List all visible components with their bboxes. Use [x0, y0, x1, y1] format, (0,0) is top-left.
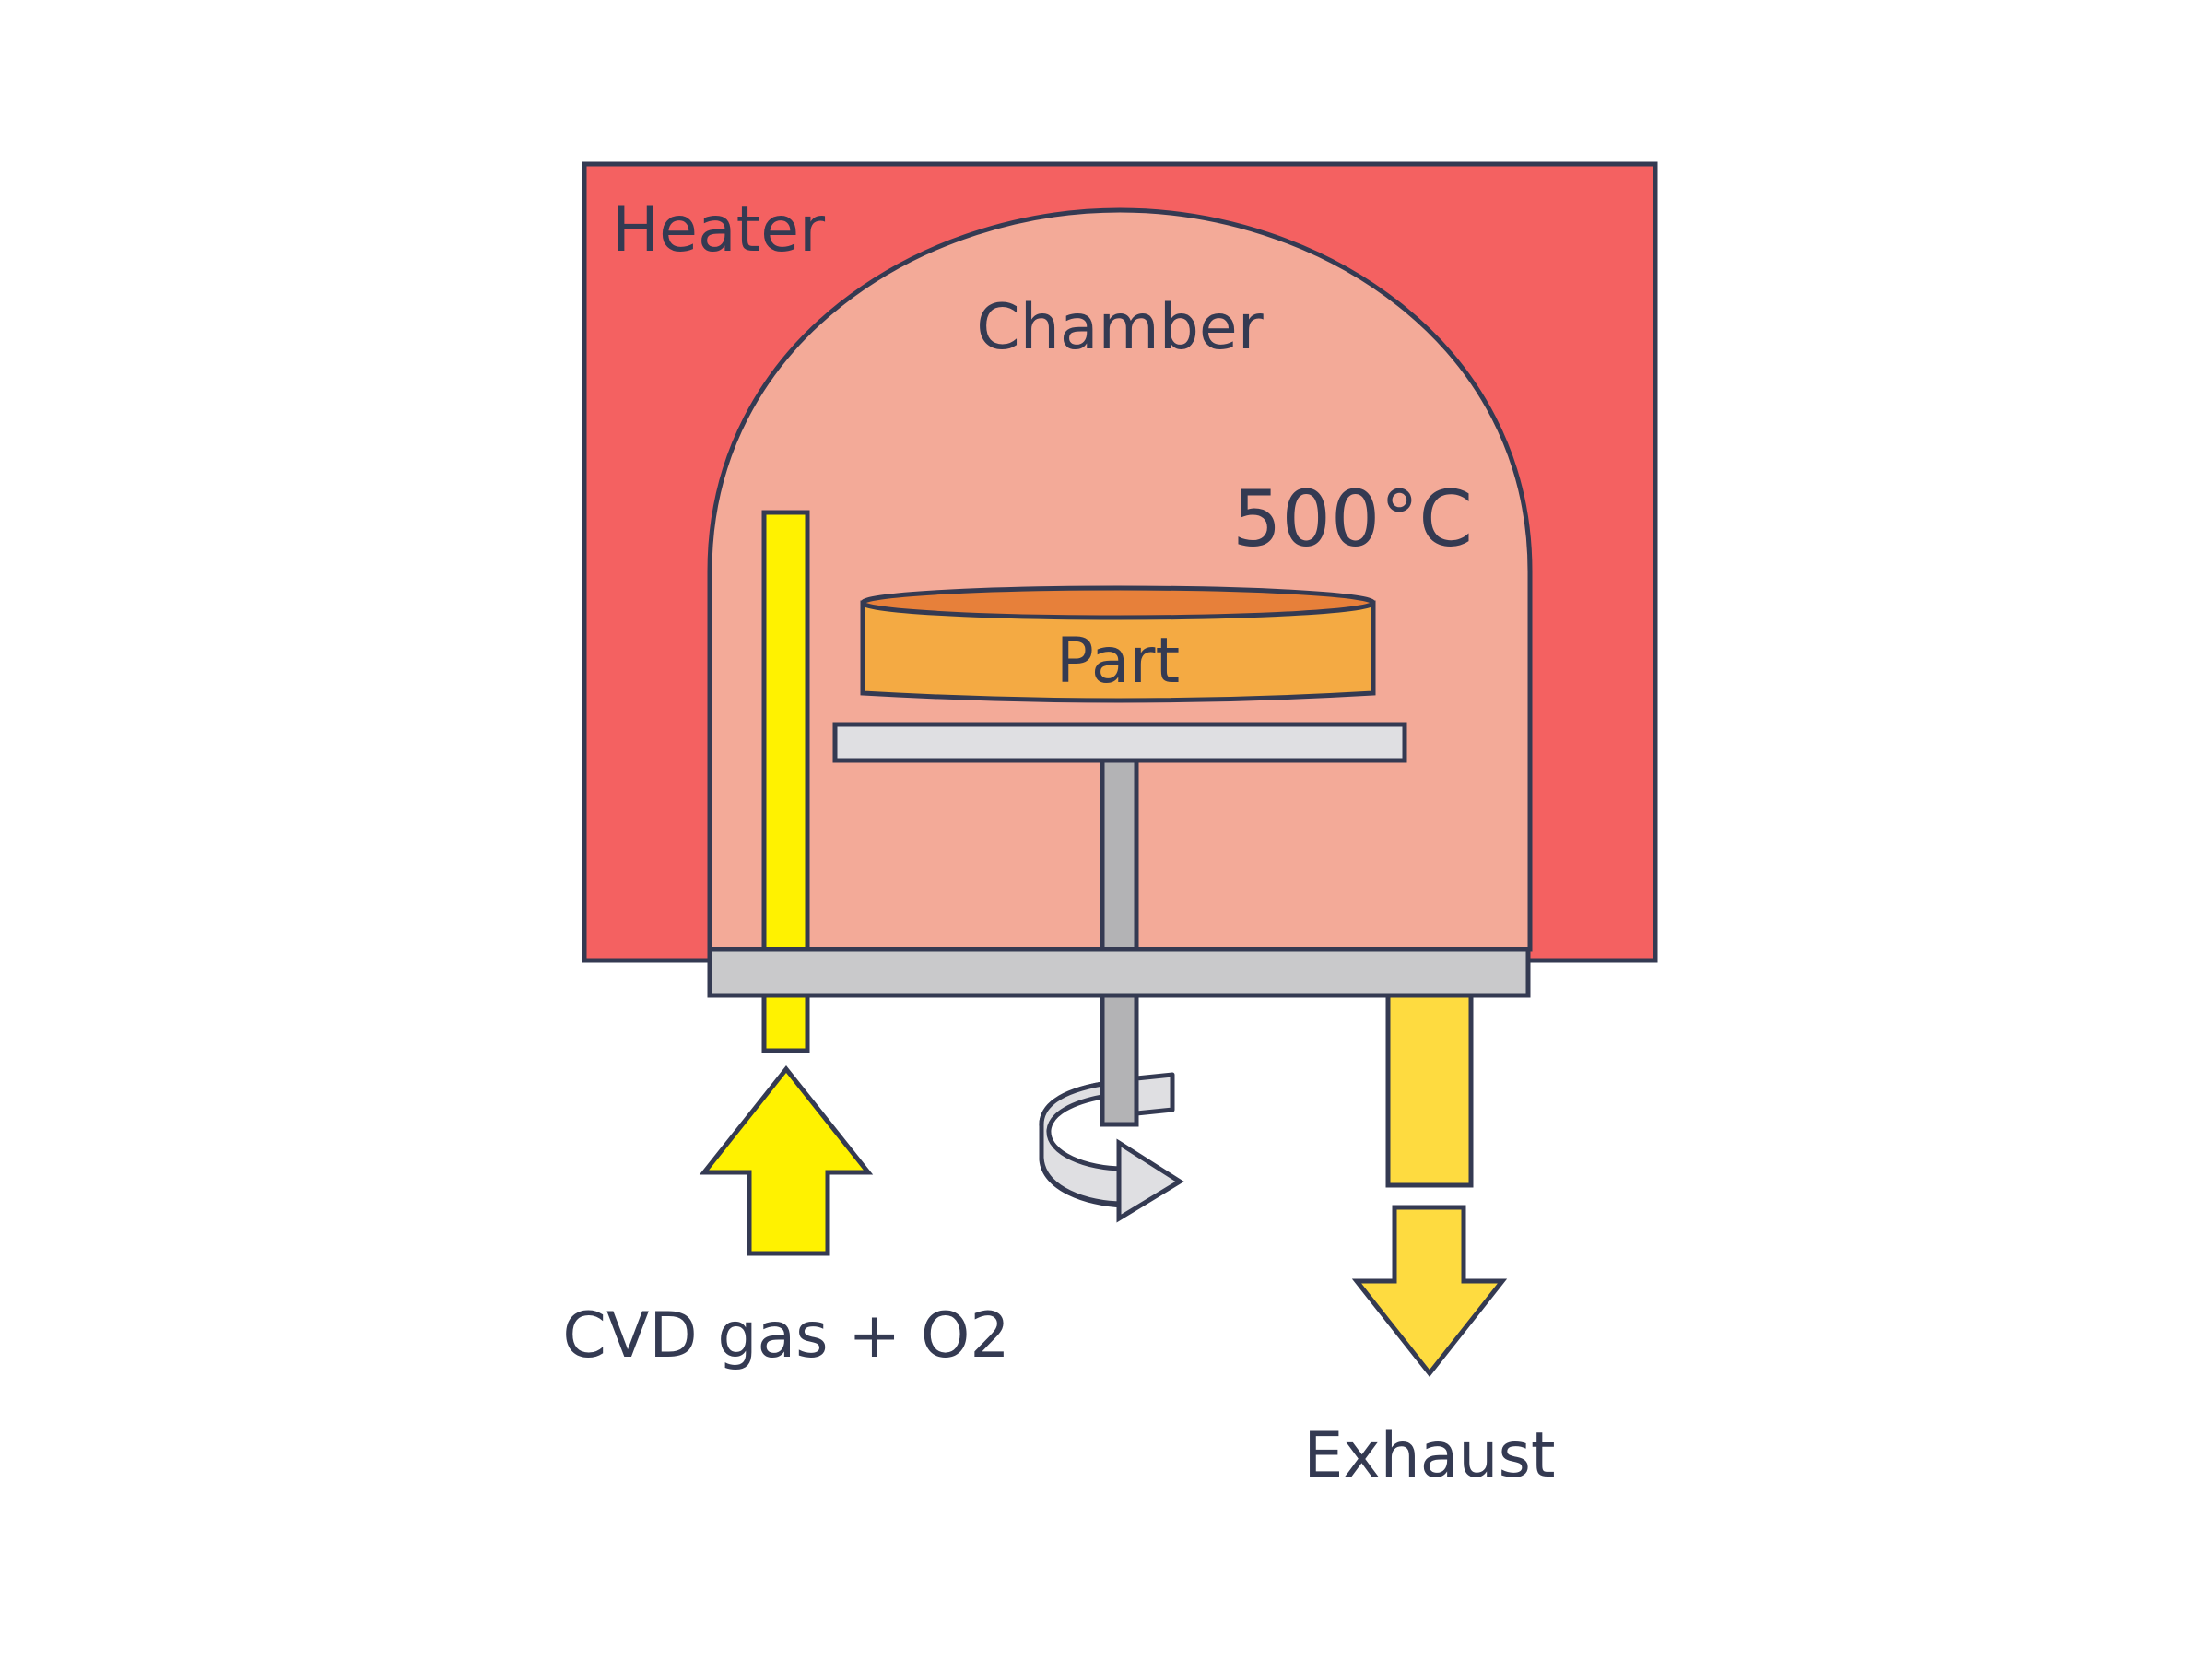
- arrow-down-icon: [1351, 1205, 1508, 1378]
- rotate-arrow-icon: [1039, 1072, 1184, 1223]
- chamber-dome: [707, 207, 1533, 952]
- rotation-band-back: [1134, 1072, 1175, 1116]
- gas-inlet-pipe-lower: [761, 993, 810, 1053]
- chamber-label: Chamber: [976, 291, 1263, 364]
- exhaust-label: Exhaust: [1303, 1419, 1555, 1492]
- heater-label: Heater: [612, 194, 825, 266]
- gas-inlet-label: CVD gas + O2: [562, 1300, 1009, 1372]
- gas-inlet-pipe: [761, 510, 810, 952]
- exhaust-pipe: [1385, 993, 1474, 1188]
- arrow-up-icon: [699, 1065, 874, 1256]
- base-plate: [707, 947, 1531, 998]
- part-top: [860, 585, 1376, 620]
- temperature-label: 500°C: [1232, 474, 1473, 564]
- support-shaft-lower: [1100, 993, 1139, 1127]
- part-label: Part: [1056, 625, 1180, 698]
- platform: [832, 722, 1407, 763]
- support-shaft: [1100, 758, 1139, 952]
- rotation-arrow-head: [1116, 1138, 1184, 1223]
- part-body: [860, 600, 1376, 703]
